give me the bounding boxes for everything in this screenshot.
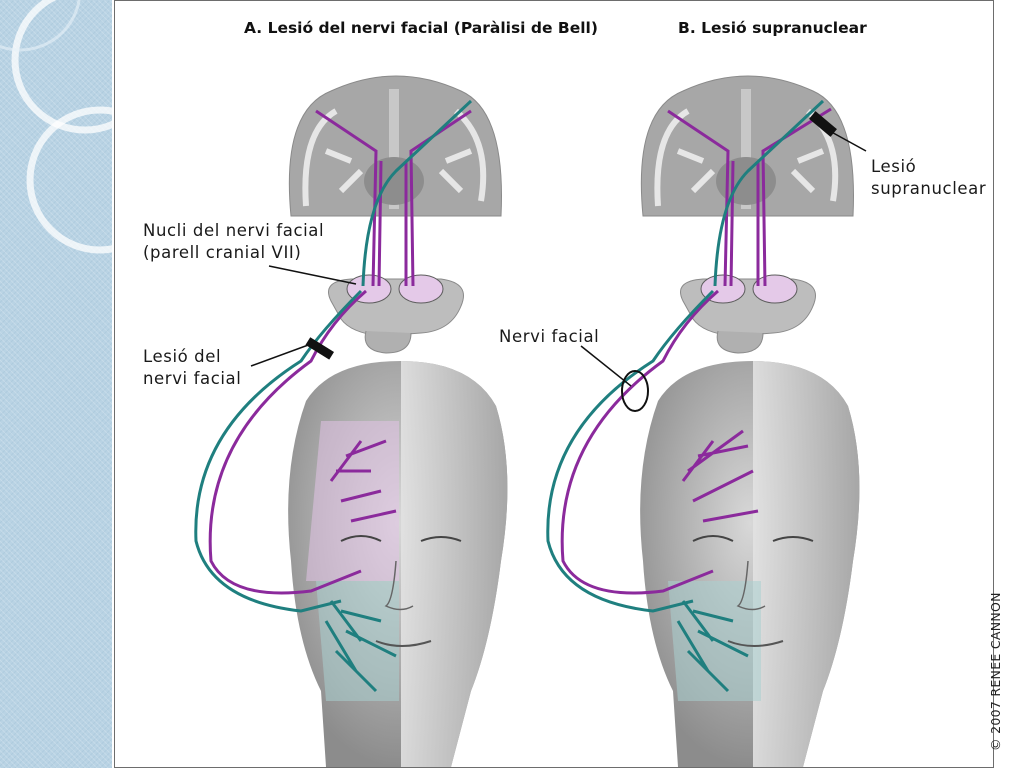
panel-b-nerve-label: Nervi facial xyxy=(499,327,600,346)
panel-a-nucleus-label: Nucli del nervi facial (parell cranial V… xyxy=(143,220,324,264)
panel-a-brain xyxy=(288,75,502,217)
panel-b-brainstem xyxy=(680,274,816,354)
panel-a-title: A. Lesió del nervi facial (Paràlisi de B… xyxy=(244,19,598,37)
panel-a-brainstem xyxy=(328,274,464,354)
panel-a-face xyxy=(288,361,508,767)
panel-a-nucleus-label-line2: (parell cranial VII) xyxy=(143,243,302,262)
panel-b-lesion-label-line1: Lesió xyxy=(871,157,917,176)
panel-b-nerve-pointer xyxy=(580,345,649,412)
panel-a-teal-pathway xyxy=(194,99,473,693)
panel-a-lesion-marker xyxy=(250,337,334,367)
panel-b-lesion-label-line2: supranuclear xyxy=(871,179,987,198)
panel-b-supranuclear-lesion-marker xyxy=(809,111,867,152)
panel-b-brain xyxy=(640,75,854,217)
panel-b-purple-pathway xyxy=(560,107,832,595)
panel-a-lesion-label-line1: Lesió del xyxy=(143,347,222,366)
panel-a-purple-pathway xyxy=(208,109,472,595)
figure-frame: A. Lesió del nervi facial (Paràlisi de B… xyxy=(114,0,1003,768)
facial-nerve-diagram xyxy=(194,75,867,767)
panel-b-title: B. Lesió supranuclear xyxy=(678,19,867,37)
panel-a-lesion-label: Lesió del nervi facial xyxy=(143,346,241,390)
panel-a-lesion-label-line2: nervi facial xyxy=(143,369,242,388)
panel-b-teal-pathway xyxy=(546,99,825,693)
panel-a-nucleus-label-line1: Nucli del nervi facial xyxy=(143,221,325,240)
panel-a-nucleus-pointer xyxy=(268,265,357,285)
panel-b-face xyxy=(640,361,860,767)
decorative-circles xyxy=(0,0,112,254)
copyright-notice: © 2007 RENEE CANNON xyxy=(988,592,1003,751)
slide-side-panel xyxy=(0,0,112,768)
panel-b-lesion-label: Lesió supranuclear xyxy=(871,156,986,200)
